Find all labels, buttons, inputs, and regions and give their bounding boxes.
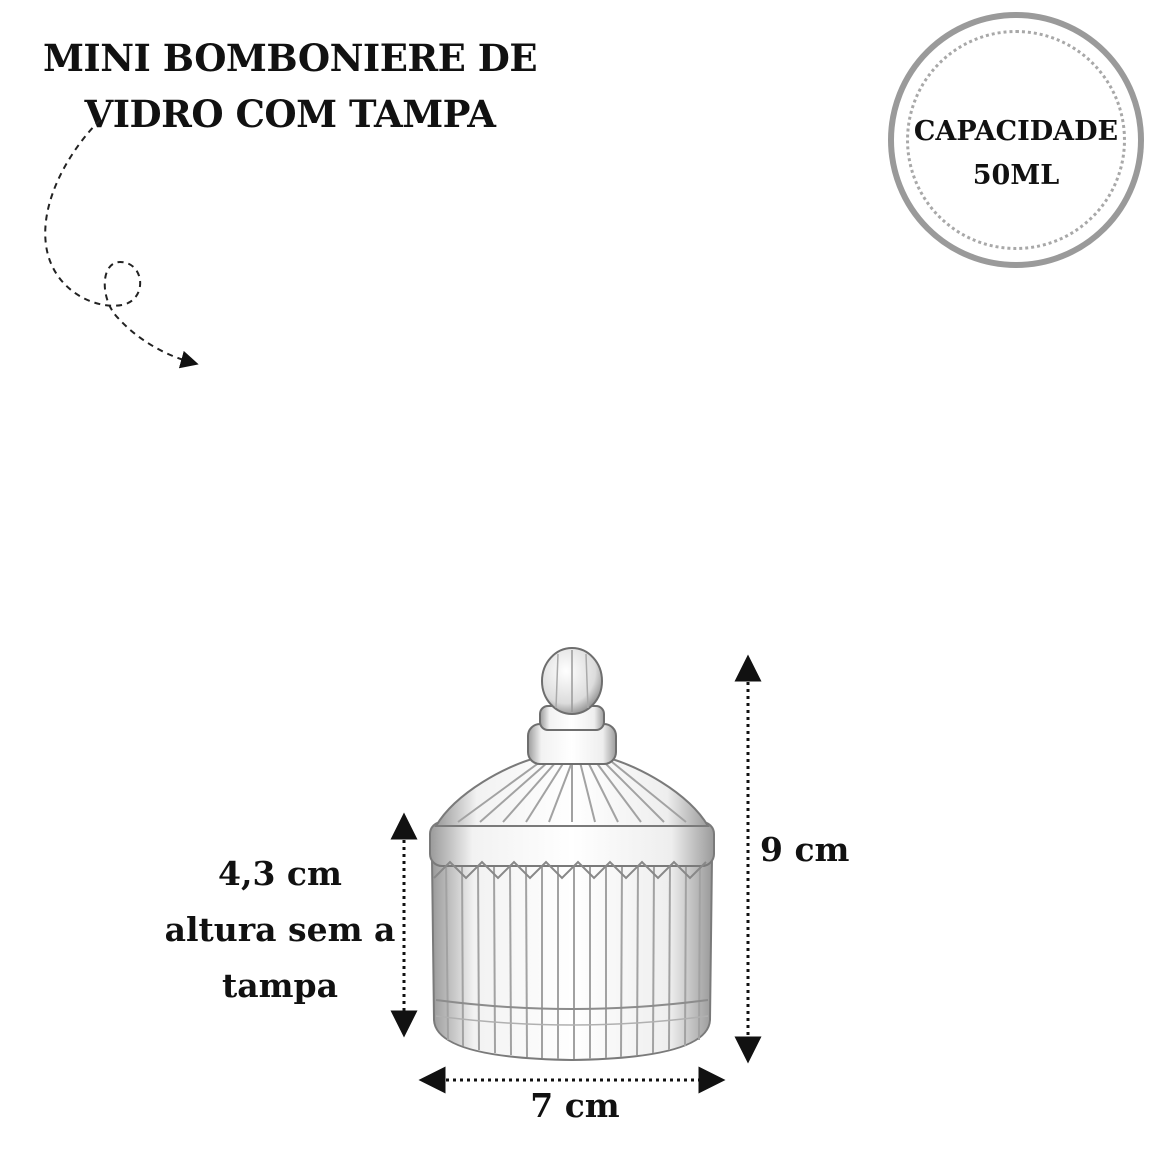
dashed-curly-arrow-icon <box>44 119 199 369</box>
base-height-note-line1: altura sem a <box>164 910 396 949</box>
total-height-label: 9 cm <box>760 830 850 869</box>
capacity-label: CAPACIDADE <box>913 116 1119 147</box>
width-label: 7 cm <box>530 1086 620 1125</box>
base-height-label: 4,3 cm altura sem a tampa <box>160 846 400 1014</box>
base-height-value: 4,3 cm <box>218 854 342 893</box>
capacity-badge-text: CAPACIDADE 50ML <box>894 110 1138 198</box>
product-title-line1: MINI BOMBONIERE DE <box>42 36 538 80</box>
capacity-value: 50ML <box>972 160 1060 191</box>
product-title: MINI BOMBONIERE DE VIDRO COM TAMPA <box>40 30 540 142</box>
capacity-badge-dotted-ring <box>906 30 1126 250</box>
product-title-line2: VIDRO COM TAMPA <box>84 92 497 136</box>
capacity-badge: CAPACIDADE 50ML <box>888 12 1144 268</box>
base-height-note-line2: tampa <box>222 966 338 1005</box>
glass-candy-jar-icon <box>429 647 715 1062</box>
